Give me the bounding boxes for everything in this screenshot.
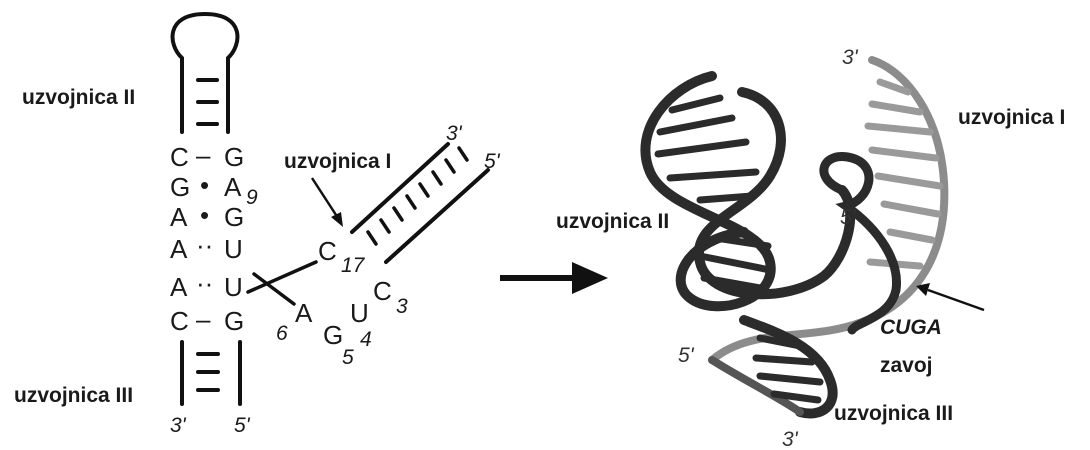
helix-II-rungs-dark xyxy=(654,94,774,292)
cuga-turn-arrow xyxy=(916,283,985,312)
number-6: 6 xyxy=(276,322,288,345)
helix-I-3prime-end: 3' xyxy=(446,122,463,145)
3d-mid-5prime-end: 5' xyxy=(840,206,857,229)
helix-III-back-strand xyxy=(708,356,804,416)
base-U4: U xyxy=(350,298,369,328)
secondary-structure-diagram: C – G G • A 9 A • G A ·· U A ·· U C – G … xyxy=(14,11,501,437)
base-A6: A xyxy=(295,298,313,328)
pair-4-link: ·· xyxy=(196,230,213,260)
pair-4-left-base: A xyxy=(170,234,188,264)
helix-III-backbone-dark xyxy=(739,315,838,419)
base-G5: G xyxy=(323,320,343,350)
cleavage-site-arrow xyxy=(310,177,343,227)
3d-label-turn: zavoj xyxy=(880,354,933,377)
number-3: 3 xyxy=(396,295,408,318)
pair-2-right-base: A xyxy=(224,172,242,202)
base-C3: C xyxy=(373,276,392,306)
number-17: 17 xyxy=(341,254,366,277)
label-helix-I: uzvojnica I xyxy=(284,150,391,173)
pair-5-right-base: U xyxy=(224,272,243,302)
helix-II-backbone-dark xyxy=(640,71,776,312)
number-5: 5 xyxy=(342,346,354,369)
label-helix-III: uzvojnica III xyxy=(14,384,133,407)
pair-3-left-base: A xyxy=(170,202,188,232)
3d-label-helix-III: uzvojnica III xyxy=(834,402,953,425)
base-C17: C xyxy=(318,236,337,266)
helix-III-rungs-dark xyxy=(752,334,824,404)
pair-4-right-base: U xyxy=(224,234,243,264)
pair-2-link: • xyxy=(200,170,209,200)
cuga-turn-backbone xyxy=(819,152,901,335)
pair-6-left-base: C xyxy=(170,306,189,336)
label-helix-II: uzvojnica II xyxy=(22,86,135,109)
helix-III-strands xyxy=(180,340,242,406)
helix-I-rungs xyxy=(366,146,469,246)
pair-2-left-base: G xyxy=(170,172,190,202)
pair-3-link: • xyxy=(200,200,209,230)
number-4: 4 xyxy=(360,328,372,351)
pair-1-link: – xyxy=(196,140,211,170)
helix-II-loop xyxy=(170,11,240,134)
helix-I-5prime-end: 5' xyxy=(484,150,501,173)
pair-1-right-base: G xyxy=(224,142,244,172)
3d-label-helix-II: uzvojnica II xyxy=(556,210,669,233)
pair-1-left-base: C xyxy=(170,142,189,172)
helix-II-rungs xyxy=(196,78,219,126)
helix-II-back-strand-dark xyxy=(693,87,856,300)
pair-3-right-base: G xyxy=(224,202,244,232)
number-9: 9 xyxy=(246,186,258,209)
pair-5-link: ·· xyxy=(196,268,213,298)
3d-bottom-3prime-end: 3' xyxy=(782,428,799,450)
helix-I-strands xyxy=(350,142,490,264)
helix-III-5prime-end: 5' xyxy=(234,414,251,437)
pair-6-right-base: G xyxy=(224,306,244,336)
tertiary-structure-model: 3' 5' 5' 3' uzvojnica I uzvojnica II CUG… xyxy=(556,46,1065,450)
3d-left-5prime-end: 5' xyxy=(678,344,695,367)
helix-III-3prime-end: 3' xyxy=(170,414,187,437)
pair-5-left-base: A xyxy=(170,272,188,302)
3d-label-cuga-motif: CUGA xyxy=(880,316,942,339)
3d-label-helix-I: uzvojnica I xyxy=(958,106,1065,129)
transition-arrow xyxy=(500,262,608,294)
pair-6-link: – xyxy=(196,304,211,334)
junction-backbone xyxy=(246,260,318,306)
3d-top-3prime-end: 3' xyxy=(842,46,859,69)
